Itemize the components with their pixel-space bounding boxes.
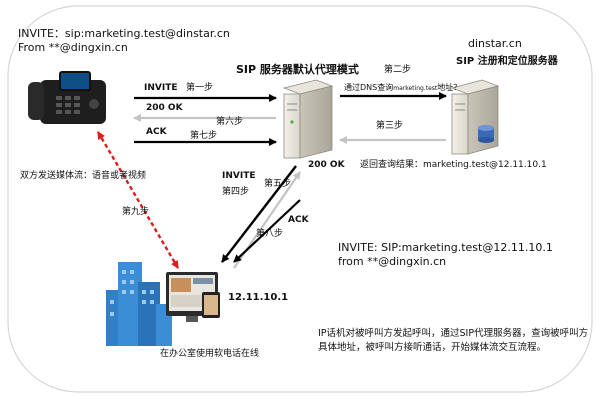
proxy-status: 200 OK [308,160,345,170]
invite-header: INVITE：sip:marketing.test@dinstar.cn [18,27,230,40]
dns-query-suffix: 地址？ [437,83,462,92]
step-5: 第五步 [264,179,292,189]
from-header: From **@dingxin.cn [18,41,128,54]
ack-arrow-to-pc [233,199,301,263]
invite-arrow-to-pc [221,165,297,263]
registrar-title: SIP 注册和定位服务器 [456,56,558,67]
ack-label-pc: ACK [288,215,309,225]
dns-query-domain: marketing.test [393,85,438,92]
ok-label: 200 OK [146,103,183,113]
office-caption: 在办公室使用软电话在线 [160,349,260,359]
media-stream-link [96,131,180,269]
invite-label-pc: INVITE [222,171,256,181]
registrar-server-icon [450,79,500,155]
proxy-title: SIP 服务器默认代理模式 [236,63,359,76]
step-9: 第九步 [122,207,150,217]
step-6: 第六步 [216,117,244,127]
pc-invite-header: INVITE: SIP:marketing.test@12.11.10.1 [338,241,553,254]
step-8: 第八步 [256,229,284,239]
invite-label: INVITE [144,83,178,93]
step-7: 第七步 [190,131,218,141]
office-building-icon [106,262,172,346]
step-1: 第一步 [186,83,214,93]
step-3: 第三步 [376,121,404,131]
dns-query-prefix: 通过DNS查询 [344,83,394,92]
step-2: 第二步 [384,65,412,75]
softphone-devices-icon [166,272,220,322]
media-stream-text: 双方发送媒体流：语音或者视频 [20,171,147,181]
registrar-domain: dinstar.cn [468,37,522,50]
ip-phone-icon [28,71,106,124]
frame-border [7,5,593,393]
ack-label: ACK [146,127,167,137]
pc-from-header: from **@dingxin.cn [338,255,447,268]
dns-query: 通过DNS查询marketing.test地址？ [344,83,462,93]
dns-result: 返回查询结果：marketing.test@12.11.10.1 [360,160,547,170]
step-4: 第四步 [222,187,250,197]
office-ip: 12.11.10.1 [228,292,289,303]
proxy-server-icon [282,79,334,159]
flow-description: IP话机对被呼叫方发起呼叫，通过SIP代理服务器，查询被呼叫方具体地址，被呼叫方… [318,328,589,353]
